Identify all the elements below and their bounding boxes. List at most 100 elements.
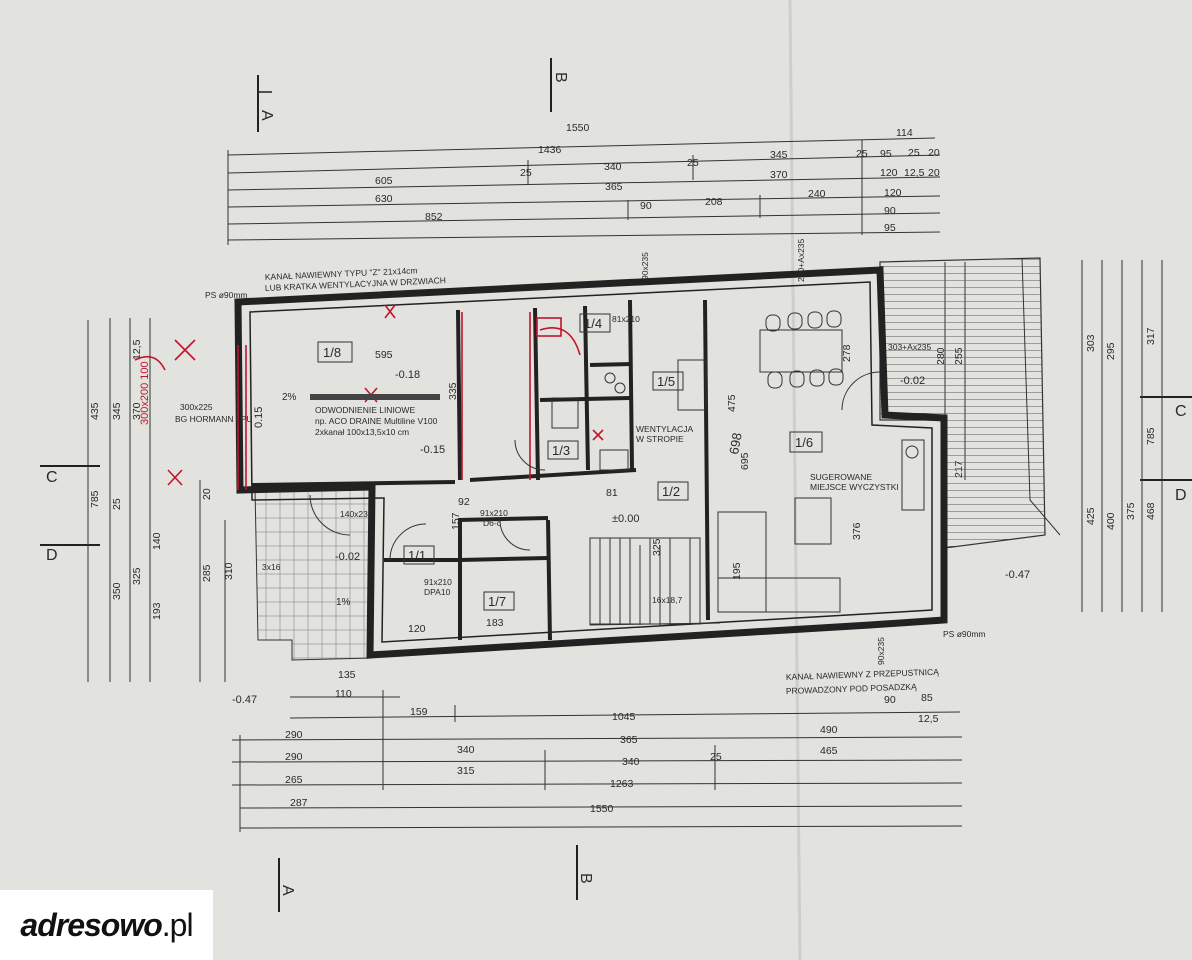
dimension-lines-bottom	[231, 690, 963, 832]
dim-label: 852	[425, 211, 443, 223]
furniture	[551, 310, 925, 626]
room-label: 1/6	[795, 435, 813, 450]
note-text: 91x210	[424, 577, 452, 587]
note-text: 16x18,7	[652, 595, 683, 605]
note-text: 91x210	[480, 508, 508, 518]
level-label: -0.47	[1005, 569, 1030, 581]
section-marker-c-right: C	[1140, 396, 1192, 420]
dim-label: 193	[151, 602, 163, 620]
section-marker-a-bottom: A	[278, 858, 296, 912]
dim-label: 290	[285, 729, 303, 741]
note-text: 183	[486, 617, 504, 629]
dim-label: 375	[1125, 502, 1137, 520]
dim-label: 345	[111, 402, 123, 420]
note-text: 90x235	[876, 637, 886, 665]
note-text: 335	[447, 382, 459, 400]
level-label: ±0.00	[612, 513, 639, 525]
dim-label: 435	[89, 402, 101, 420]
dim-label: 120	[884, 187, 902, 199]
dim-label: 1045	[612, 711, 636, 723]
level-label: 0.15	[253, 407, 265, 428]
dim-label: 265	[285, 774, 303, 786]
stairs	[589, 537, 701, 625]
room-label: 1/2	[662, 484, 680, 499]
dim-label: 95	[884, 222, 896, 234]
note-text: SUGEROWANE	[810, 472, 872, 482]
dim-label: 350	[111, 582, 123, 600]
section-marker-b-top: B	[550, 58, 569, 112]
level-label: -0.02	[900, 375, 925, 387]
dim-label: 140	[151, 532, 163, 550]
dim-label: 490	[820, 724, 838, 736]
dim-label: 159	[410, 706, 428, 718]
dim-label: 1550	[566, 122, 590, 134]
note-text: 92	[458, 496, 470, 508]
note-text: 278	[841, 344, 853, 362]
room-numbers: 1/8 1/4 1/5 1/3 1/6 1/2 1/1 1/7	[317, 313, 823, 611]
dim-label: 325	[131, 567, 143, 585]
dim-label: 90	[640, 200, 652, 212]
note-text: PROWADZONY POD POSADZKĄ	[786, 681, 917, 696]
dim-label: 25	[520, 167, 532, 179]
note-text: 376	[851, 522, 863, 540]
room-label: 1/4	[584, 316, 602, 331]
dim-label: 25	[710, 751, 722, 763]
door-swings	[309, 371, 881, 561]
dim-label: 12,5	[131, 339, 143, 360]
note-text: 195	[731, 562, 743, 580]
dim-label: 1550	[590, 803, 614, 815]
room-label: 1/7	[488, 594, 506, 609]
dim-label: 95	[880, 148, 892, 160]
dim-label: 1436	[538, 144, 562, 156]
dimension-labels-left: 435 345 370 12,5 25 785 140 350 325 193 …	[89, 339, 235, 620]
dim-label: 340	[604, 161, 622, 173]
dim-label: 12,5	[918, 713, 939, 725]
note-text: 595	[375, 349, 393, 361]
level-marks: -0.18 -0.15 ±0.00 -0.02 -0.02 -0.47 -0.4…	[232, 369, 1030, 706]
note-text: DPA10	[424, 587, 451, 597]
section-label: D	[1175, 487, 1187, 504]
dim-label: 465	[820, 745, 838, 757]
dim-label: 90	[884, 205, 896, 217]
dim-label: 345	[770, 149, 788, 161]
section-marker-b-bottom: B	[576, 845, 594, 900]
room-label: 1/3	[552, 443, 570, 458]
dim-label: 85	[921, 692, 933, 704]
section-label: C	[1175, 403, 1187, 420]
note-text: 157	[450, 512, 462, 530]
red-handwriting: 300x200 100 698	[139, 361, 745, 455]
dim-label: 370	[770, 169, 788, 181]
note-text: PS ø90mm	[943, 629, 986, 639]
note-text: 140x235	[340, 509, 373, 519]
dim-label: 295	[1105, 342, 1117, 360]
dim-label: 20	[928, 147, 940, 159]
dim-label: 303	[1085, 334, 1097, 352]
dim-label: 468	[1145, 502, 1157, 520]
dim-label: 25	[908, 147, 920, 159]
note-text: 240+Ax235	[796, 238, 806, 282]
note-text: 1%	[336, 597, 351, 608]
dim-label: 340	[457, 744, 475, 756]
dim-label: 114	[896, 127, 913, 139]
note-text: 300x225	[180, 402, 213, 412]
dimension-lines-left	[87, 318, 226, 682]
room-label: 1/1	[408, 548, 426, 563]
note-text: W STROPIE	[636, 434, 684, 444]
section-label: A	[279, 885, 296, 896]
note-text: PS ø90mm	[205, 290, 248, 300]
section-marker-c-left: C	[40, 465, 100, 486]
section-label: A	[258, 110, 275, 121]
dim-label: 365	[620, 734, 638, 746]
note-text: 3x16	[262, 562, 281, 572]
dim-label: 12,5	[904, 167, 925, 179]
dim-label: 365	[605, 181, 623, 193]
note-text: 81x210	[612, 314, 640, 324]
dim-label: 605	[375, 175, 393, 187]
dim-label: 425	[1085, 507, 1097, 525]
note-text: 303+Ax235	[888, 342, 932, 352]
dim-label: 25	[687, 157, 699, 169]
adresowo-logo[interactable]: adresowo.pl	[0, 890, 213, 960]
note-text: 695	[739, 452, 751, 470]
note-text: WENTYLACJA	[636, 424, 693, 434]
level-label: -0.47	[232, 694, 257, 706]
